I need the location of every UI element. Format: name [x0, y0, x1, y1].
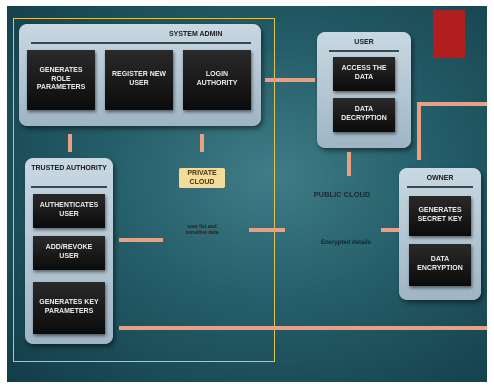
generates-secret-key-box: GENERATES SECRET KEY [409, 196, 471, 236]
private-cloud-title: PRIVATE CLOUD [179, 168, 225, 189]
generates-key-parameters-box: GENERATES KEY PARAMETERS [33, 282, 105, 334]
public-cloud-title: PUBLIC CLOUD [313, 190, 371, 199]
system-admin-title-bar [31, 42, 251, 44]
register-new-user-box: REGISTER NEW USER [105, 50, 173, 110]
arrow-loop-top-down [417, 102, 421, 160]
arrow-admin-privatecloud [200, 134, 204, 152]
arrow-privatecloud-publiccloud [249, 228, 285, 232]
arrow-trusted-privatecloud [119, 238, 163, 242]
user-title-bar [329, 50, 399, 52]
access-the-data-box: ACCESS THE DATA [333, 57, 395, 91]
public-cloud-db-label: Encrypted details [320, 240, 371, 246]
accent-square [433, 10, 465, 58]
arrow-admin-trusted [68, 134, 72, 152]
generates-role-parameters-box: GENERATES ROLE PARAMETERS [27, 50, 95, 110]
system-admin-panel: SYSTEM ADMIN GENERATES ROLE PARAMETERS R… [19, 24, 261, 126]
private-cloud-db-label: user list and sensitive data [185, 224, 219, 236]
diagram-canvas: SYSTEM ADMIN GENERATES ROLE PARAMETERS R… [7, 6, 487, 382]
owner-title: OWNER [426, 175, 454, 182]
system-boundary-outline [13, 18, 275, 362]
trusted-authority-title: TRUSTED AUTHORITY [31, 165, 107, 172]
trusted-authority-panel: TRUSTED AUTHORITY AUTHENTICATES USER ADD… [25, 158, 113, 344]
add-revoke-user-box: ADD/REVOKE USER [33, 236, 105, 270]
arrow-loop-bottom [119, 326, 487, 330]
owner-panel: OWNER GENERATES SECRET KEY DATA ENCRYPTI… [399, 168, 481, 300]
login-authority-box: LOGIN AUTHORITY [183, 50, 251, 110]
owner-title-bar [407, 186, 473, 188]
arrow-user-publiccloud [347, 152, 351, 176]
user-title: USER [354, 39, 374, 46]
authenticates-user-box: AUTHENTICATES USER [33, 194, 105, 228]
trusted-authority-title-bar [31, 186, 107, 188]
user-panel: USER ACCESS THE DATA DATA DECRYPTION [317, 32, 411, 148]
arrow-loop-top [417, 102, 487, 106]
arrow-admin-user [265, 78, 315, 82]
data-decryption-box: DATA DECRYPTION [333, 98, 395, 132]
data-encryption-box: DATA ENCRYPTION [409, 244, 471, 286]
arrow-owner-publiccloud [381, 228, 399, 232]
system-admin-title: SYSTEM ADMIN [169, 31, 223, 38]
